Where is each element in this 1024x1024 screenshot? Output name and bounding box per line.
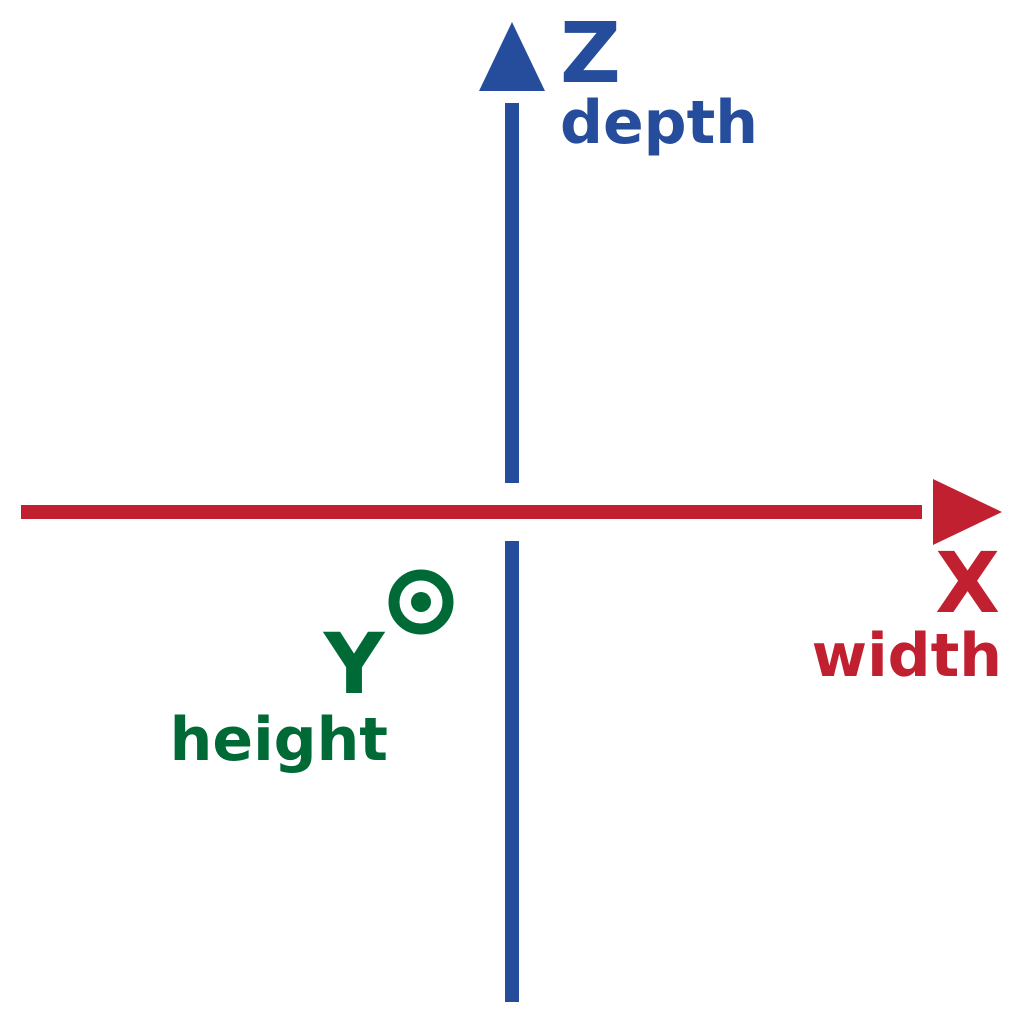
x-axis: X width [21,479,1002,691]
y-axis-name: height [170,705,388,775]
x-axis-arrowhead-icon [933,479,1002,545]
x-axis-name: width [812,621,1002,691]
z-axis-letter: Z [560,4,621,102]
y-axis-letter: Y [323,615,386,713]
dot-in-circle-icon [388,569,454,635]
x-axis-letter: X [935,534,1000,632]
z-axis-name: depth [560,88,758,158]
z-axis: Z depth [479,4,758,1002]
y-axis: Y height [170,569,454,775]
z-axis-arrowhead-icon [479,22,545,91]
